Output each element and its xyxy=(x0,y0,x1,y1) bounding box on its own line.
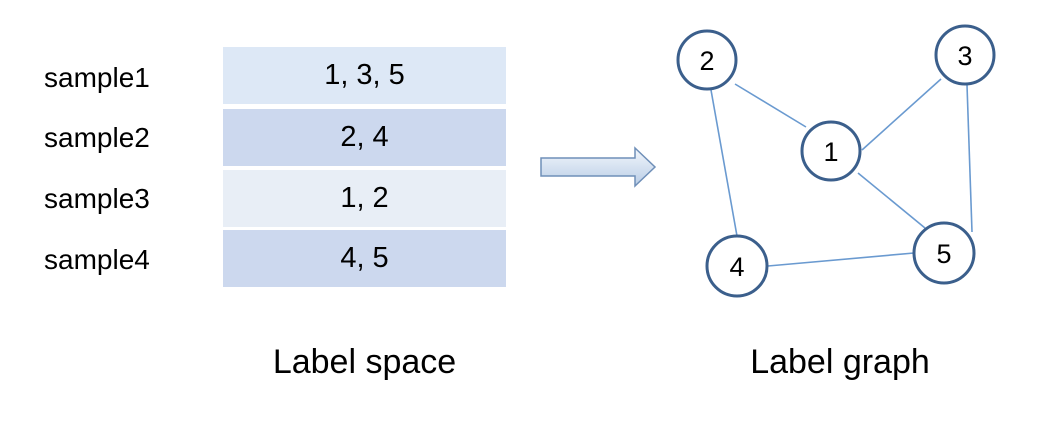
graph-node-4: 4 xyxy=(705,234,769,298)
graph-node-3: 3 xyxy=(934,24,996,86)
graph-edge xyxy=(857,172,926,229)
label-set-text: 4, 5 xyxy=(340,242,389,274)
graph-edges xyxy=(710,78,973,267)
sample-name: sample2 xyxy=(44,122,150,153)
graph-edge xyxy=(710,89,738,237)
label-set-cell: 1, 3, 5 xyxy=(223,47,506,104)
node-label: 2 xyxy=(699,46,714,76)
node-label: 3 xyxy=(957,41,972,71)
graph-edge xyxy=(966,84,973,233)
graph-edge xyxy=(767,252,915,267)
graph-node-1: 1 xyxy=(800,120,862,182)
label-set-text: 2, 4 xyxy=(340,121,389,153)
node-label: 1 xyxy=(823,137,838,167)
label-graph-caption: Label graph xyxy=(750,343,930,381)
right-arrow-icon xyxy=(540,146,657,188)
label-set-cell: 1, 2 xyxy=(223,170,506,227)
graph-node-2: 2 xyxy=(676,29,738,91)
graph-edge xyxy=(861,78,942,151)
graph-node-5: 5 xyxy=(912,221,976,285)
label-set-cell: 4, 5 xyxy=(223,230,506,287)
node-label: 4 xyxy=(729,252,744,282)
label-set-text: 1, 3, 5 xyxy=(324,59,405,91)
sample-name: sample1 xyxy=(44,62,150,93)
label-set-cell: 2, 4 xyxy=(223,109,506,166)
node-label: 5 xyxy=(936,239,951,269)
label-set-text: 1, 2 xyxy=(340,182,389,214)
sample-name: sample3 xyxy=(44,183,150,214)
sample-name: sample4 xyxy=(44,244,150,275)
graph-edge xyxy=(734,83,807,128)
label-space-caption: Label space xyxy=(272,343,457,381)
